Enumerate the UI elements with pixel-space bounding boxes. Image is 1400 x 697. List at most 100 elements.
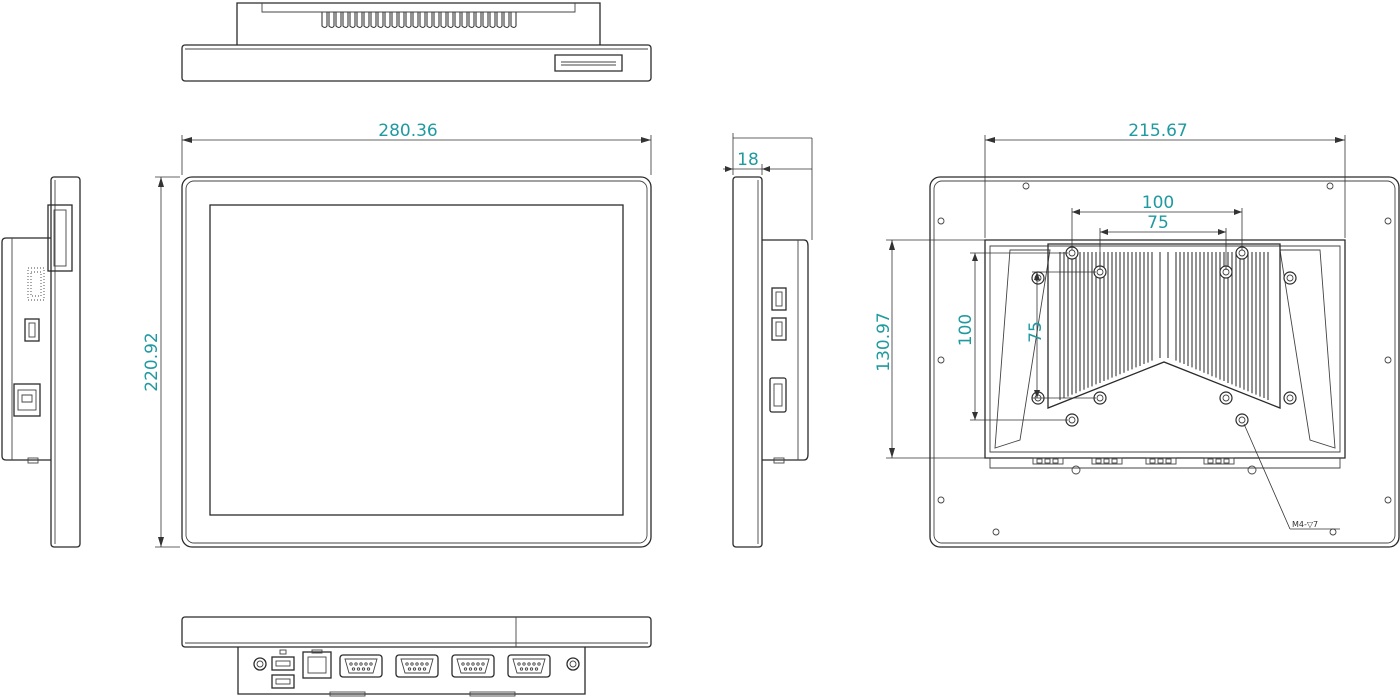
heatsink-fin bbox=[335, 12, 342, 29]
heatsink-fin bbox=[489, 12, 496, 29]
screw-hole-icon bbox=[1022, 182, 1030, 190]
heatsink-fin bbox=[1255, 252, 1261, 397]
screw-hole-icon bbox=[937, 356, 945, 364]
heatsink-fin bbox=[440, 12, 447, 29]
rear-width-dimension: 215.67 bbox=[984, 121, 1346, 238]
rear-width-label: 215.67 bbox=[1128, 121, 1187, 141]
heatsink-fin bbox=[503, 12, 510, 29]
heatsink-fin bbox=[384, 12, 391, 29]
bezel-screw-holes bbox=[937, 182, 1392, 536]
usb-port-icon bbox=[24, 318, 40, 342]
serial-port-icon bbox=[451, 654, 495, 678]
heatsink-fin bbox=[1139, 252, 1145, 366]
heatsink-fin bbox=[461, 12, 468, 29]
mount-hole-icon bbox=[1283, 391, 1297, 405]
heatsink-fin bbox=[1215, 252, 1221, 380]
screw-hole-icon bbox=[937, 496, 945, 504]
screw-hole-icon bbox=[1247, 465, 1257, 475]
heatsink-fin bbox=[1239, 252, 1245, 390]
power-connector-icon bbox=[253, 657, 267, 671]
left-side-view bbox=[1, 176, 81, 548]
heatsink-fin bbox=[1183, 252, 1189, 366]
rear-mount-height-dimension: 130.97 bbox=[874, 239, 985, 459]
serial-port-icon bbox=[395, 654, 439, 678]
front-width-label: 280.36 bbox=[378, 121, 437, 141]
heatsink-fin bbox=[1075, 252, 1081, 394]
heatsink-fin bbox=[391, 12, 398, 29]
heatsink-fin bbox=[433, 12, 440, 29]
front-width-dimension: 280.36 bbox=[181, 121, 652, 175]
usb-port-icon bbox=[271, 656, 295, 689]
heatsink-fin bbox=[1191, 252, 1197, 370]
heatsink-fin bbox=[321, 12, 328, 29]
heatsink-fin bbox=[1231, 252, 1237, 387]
screw-hole-icon bbox=[1384, 356, 1392, 364]
heatsink-fin bbox=[1175, 252, 1181, 363]
vent-grille bbox=[27, 267, 45, 301]
connector-icon bbox=[1091, 457, 1123, 465]
screw-hole-icon bbox=[1384, 496, 1392, 504]
heatsink-fin bbox=[342, 12, 349, 29]
heatsink-fin bbox=[356, 12, 363, 29]
heatsink-fin bbox=[377, 12, 384, 29]
screw-hole-icon bbox=[1071, 465, 1081, 475]
screw-callout-note: M4-▽7 bbox=[1292, 520, 1318, 529]
mount-hole-icon bbox=[1219, 391, 1233, 405]
serial-ports bbox=[339, 654, 551, 678]
heatsink-fin bbox=[1107, 252, 1113, 380]
heatsink-fin bbox=[370, 12, 377, 29]
rj45-port-icon bbox=[13, 383, 41, 417]
heatsink-fin bbox=[1083, 252, 1089, 390]
screw-hole-icon bbox=[1329, 528, 1337, 536]
heatsink-fin bbox=[1115, 252, 1121, 377]
heatsink-fin bbox=[398, 12, 405, 29]
heatsink-fins bbox=[1059, 252, 1269, 400]
heatsink-fin bbox=[475, 12, 482, 29]
mount-hole-icon bbox=[1235, 413, 1249, 427]
heatsink-fin bbox=[1123, 252, 1129, 373]
heatsink-fin bbox=[1147, 252, 1153, 363]
rj45-port-icon bbox=[302, 649, 332, 679]
rear-connectors bbox=[989, 457, 1341, 475]
heatsink-fin bbox=[468, 12, 475, 29]
heatsink-fin bbox=[482, 12, 489, 29]
heatsink-fin bbox=[405, 12, 412, 29]
screw-hole-icon bbox=[992, 528, 1000, 536]
vesa-horizontal-dimensions: 100 75 bbox=[1071, 193, 1243, 270]
heatsink-fin bbox=[496, 12, 503, 29]
rear-view: M4-▽7 bbox=[929, 176, 1400, 548]
mount-hole-icon bbox=[1283, 271, 1297, 285]
heatsink-fin bbox=[412, 12, 419, 29]
heatsink-fin bbox=[419, 12, 426, 29]
connector-icon bbox=[1145, 457, 1177, 465]
vesa-100-horizontal-label: 100 bbox=[1142, 193, 1174, 213]
front-height-label: 220.92 bbox=[142, 332, 162, 391]
front-view bbox=[181, 176, 652, 548]
heatsink-fin bbox=[454, 12, 461, 29]
mount-hole-icon bbox=[1235, 246, 1249, 260]
heatsink-fin bbox=[1059, 252, 1065, 400]
top-view bbox=[181, 2, 652, 82]
bottom-view bbox=[181, 616, 652, 697]
usb-port-icon bbox=[771, 317, 787, 341]
screw-hole-icon bbox=[1384, 217, 1392, 225]
depth-label: 18 bbox=[737, 150, 759, 170]
heatsink-fin bbox=[426, 12, 433, 29]
heatsink bbox=[1047, 243, 1281, 409]
screw-hole-icon bbox=[937, 217, 945, 225]
heatsink-fin bbox=[1207, 252, 1213, 377]
vesa-100-vertical-label: 100 bbox=[956, 314, 976, 346]
heatsink-fin bbox=[363, 12, 370, 29]
heatsink-fin bbox=[349, 12, 356, 29]
screw-hole-icon bbox=[1326, 182, 1334, 190]
heatsink-fin bbox=[328, 12, 335, 29]
connector-icon bbox=[1203, 457, 1235, 465]
top-heatsink-fins bbox=[321, 12, 517, 29]
heatsink-fin bbox=[1199, 252, 1205, 373]
heatsink-fin bbox=[1263, 252, 1269, 400]
rear-mount-height-label: 130.97 bbox=[874, 312, 894, 371]
usb-port-icon bbox=[771, 287, 787, 311]
heatsink-fin bbox=[1067, 252, 1073, 397]
connector-icon bbox=[1032, 457, 1064, 465]
